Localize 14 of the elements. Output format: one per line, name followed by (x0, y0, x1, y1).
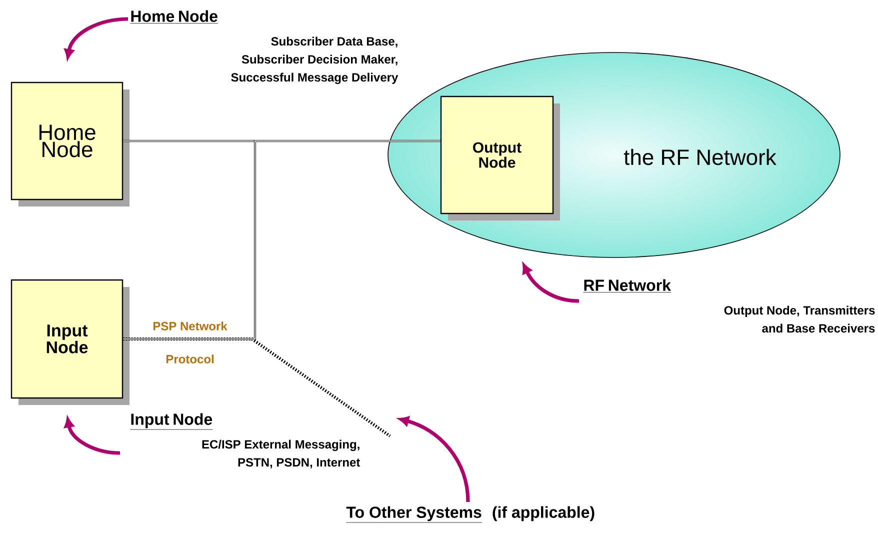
node-box: Input Node (10, 279, 130, 405)
node-box: Output Node (440, 96, 560, 220)
arrow (64, 418, 120, 455)
label-text: Protocol (166, 354, 214, 364)
arrow (64, 17, 128, 59)
callout-text: To Other Systems (if applicable) (346, 506, 594, 523)
arrow (522, 264, 580, 303)
node-box: Home Node (10, 82, 130, 206)
callout-text: RF Network Output Node, Transmitters and Base Receivers (583, 279, 875, 333)
label-text: PSP Network (153, 322, 228, 330)
connector-line (122, 140, 441, 340)
arrow (398, 416, 470, 502)
callout-text: Input Node EC/ISP External Messaging, PSTN, PSDN, Internet (130, 413, 360, 468)
dashed-line (123, 338, 391, 438)
